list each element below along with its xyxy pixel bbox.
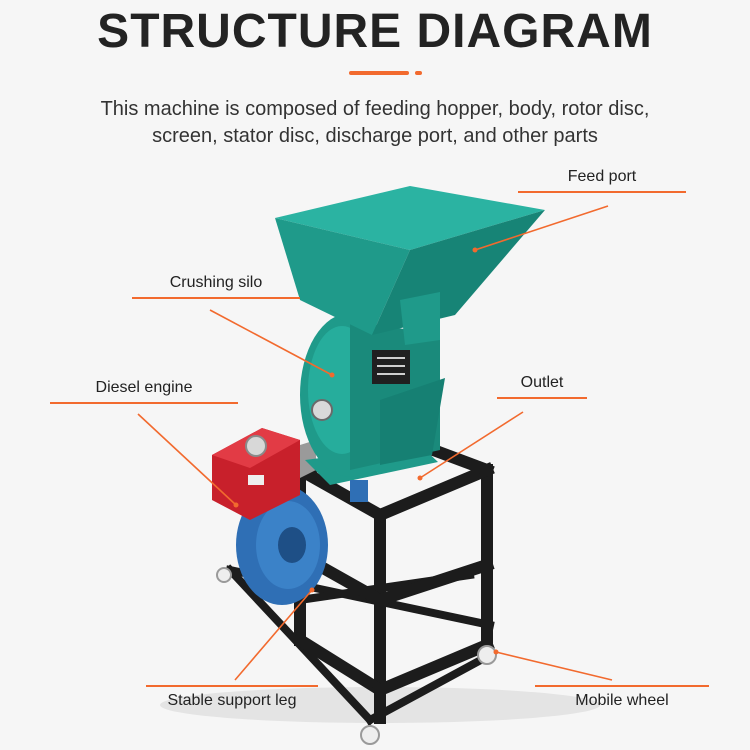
leader-diesel-engine — [137, 413, 237, 506]
leader-lines — [137, 205, 613, 681]
feed-hopper — [275, 186, 545, 345]
rule-stable-support-leg — [146, 685, 318, 687]
label-outlet: Outlet — [520, 374, 564, 391]
subtitle-line-1: This machine is composed of feeding hopp… — [100, 98, 650, 120]
mill-pulley — [350, 480, 368, 502]
title-accent-bar — [349, 71, 409, 75]
rule-diesel-engine — [50, 402, 238, 404]
rule-crushing-silo — [132, 297, 300, 299]
label-crushing-silo: Crushing silo — [169, 274, 263, 291]
leader-mobile-wheel — [495, 651, 613, 681]
rule-outlet — [497, 397, 587, 399]
rule-feed-port — [518, 191, 686, 193]
rule-mobile-wheel — [535, 685, 709, 687]
discharge-outlet — [380, 378, 445, 465]
subtitle-line-2: screen, stator disc, discharge port, and… — [152, 125, 598, 147]
label-feed-port: Feed port — [567, 168, 637, 185]
page-title: STRUCTURE DIAGRAM — [97, 5, 653, 58]
leader-support-leg — [234, 589, 313, 681]
leader-feed-port — [474, 205, 609, 251]
diesel-engine-body — [212, 428, 316, 520]
label-diesel-engine: Diesel engine — [95, 379, 193, 396]
mobile-wheels — [216, 567, 497, 745]
leader-outlet — [419, 411, 524, 479]
mill-body — [300, 313, 440, 477]
page-subtitle: This machine is composed of feeding hopp… — [20, 96, 730, 150]
label-mobile-wheel: Mobile wheel — [575, 692, 669, 709]
title-accent-dot — [415, 71, 422, 75]
label-stable-support-leg: Stable support leg — [167, 692, 297, 709]
leader-crushing-silo — [209, 309, 333, 376]
